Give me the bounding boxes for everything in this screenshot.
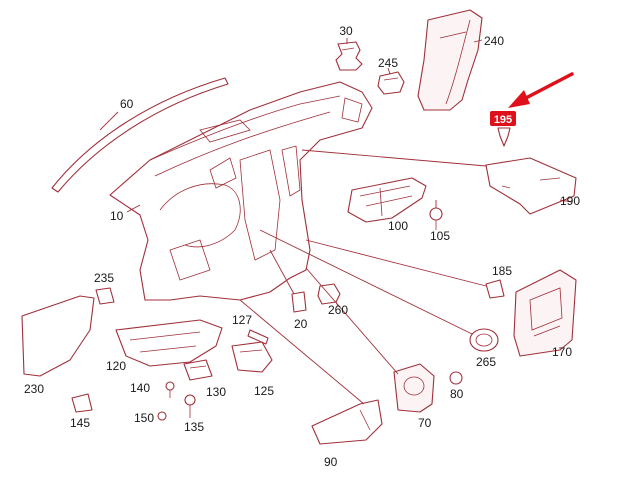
part-125-switch[interactable] [231,341,273,373]
callout-260: 260 [328,303,348,317]
part-145-clip[interactable] [71,393,93,413]
part-150-screw[interactable] [157,411,167,421]
part-265-ring[interactable] [469,328,499,352]
callout-145: 145 [70,416,90,430]
callout-10: 10 [110,209,124,223]
part-170-trim-bezel[interactable] [513,269,577,357]
callout-20: 20 [294,317,308,331]
callout-60: 60 [120,97,134,111]
callout-140: 140 [130,381,150,395]
arrow-icon [508,72,574,108]
part-230-side-cover[interactable] [21,295,95,377]
part-10-dashboard-carrier[interactable] [109,81,373,301]
part-100-bracket-assembly[interactable] [347,177,427,223]
callout-127: 127 [232,313,252,327]
part-120-lower-cover[interactable] [115,319,223,367]
callout-70: 70 [418,416,432,430]
callout-240: 240 [484,34,504,48]
callout-120: 120 [106,359,126,373]
callout-100: 100 [388,219,408,233]
callout-195: 195 [494,114,512,126]
part-235-clip[interactable] [95,287,115,305]
part-185-clip[interactable] [485,279,505,299]
callout-30: 30 [339,24,353,38]
callout-80: 80 [450,387,464,401]
part-190-glovebox-lid[interactable] [485,157,577,215]
part-140-screw[interactable] [165,381,175,398]
callout-105: 105 [430,229,450,243]
callout-135: 135 [184,420,204,434]
callout-235: 235 [94,271,114,285]
callout-190: 190 [560,194,580,208]
callout-185: 185 [492,264,512,278]
part-240-side-panel[interactable] [417,9,483,111]
callout-150: 150 [134,411,154,425]
part-245-clip[interactable] [377,71,405,95]
part-80-cap[interactable] [449,371,463,385]
part-130-switch[interactable] [183,359,213,381]
part-90-lower-trim[interactable] [311,399,383,445]
part-195-fastener[interactable] [490,111,516,147]
callout-90: 90 [324,455,338,469]
part-105-screw[interactable] [429,207,443,230]
callout-130: 130 [206,385,226,399]
part-70-switch-unit[interactable] [393,363,435,413]
part-127-bulb[interactable] [247,329,269,345]
part-20-plate[interactable] [291,291,307,313]
callout-245: 245 [378,56,398,70]
callout-265: 265 [476,355,496,369]
callout-170: 170 [552,345,572,359]
callout-230: 230 [24,382,44,396]
part-30-bracket[interactable] [335,41,363,71]
part-60-trim-strip[interactable] [51,77,229,193]
part-135-screw[interactable] [184,394,196,418]
callout-125: 125 [254,384,274,398]
